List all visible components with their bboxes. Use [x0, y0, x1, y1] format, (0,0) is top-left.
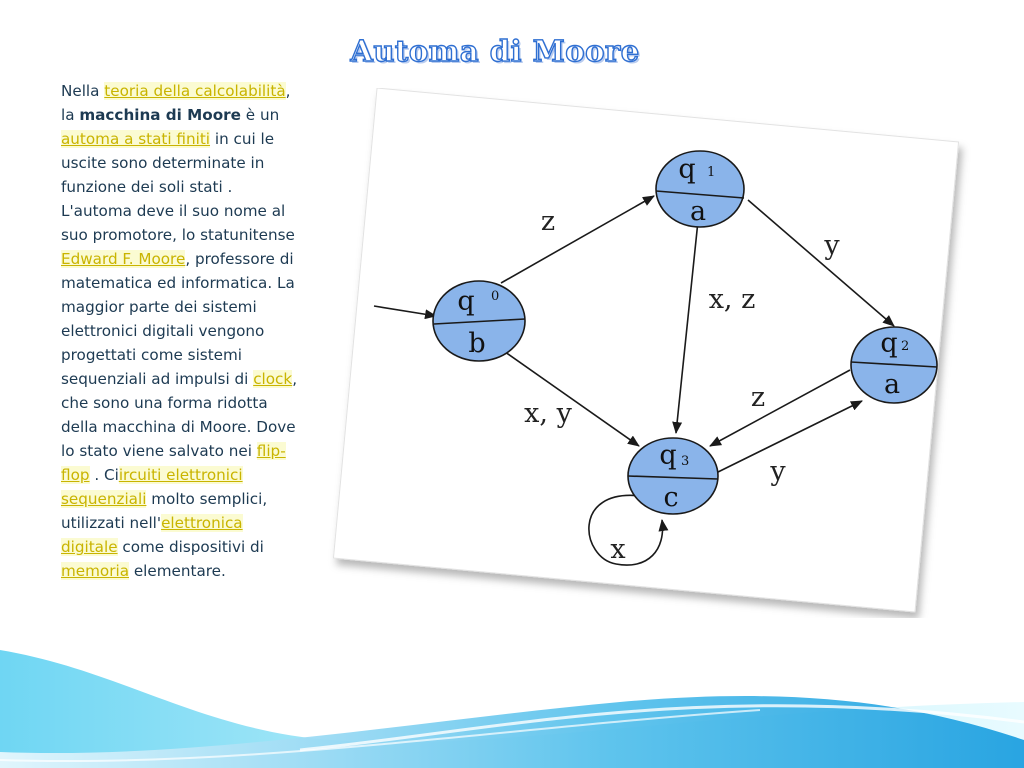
link-automa-stati-finiti[interactable]: automa a stati finiti	[61, 130, 211, 148]
svg-text:q: q	[457, 286, 474, 317]
state-q3: q 3 c	[627, 437, 719, 515]
svg-text:q: q	[659, 440, 676, 471]
state-q0: q 0 b	[432, 280, 526, 362]
edge-q2-q3	[709, 369, 851, 447]
svg-text:1: 1	[707, 165, 715, 180]
label-edge-q3-q2: y	[769, 456, 786, 487]
svg-text:2: 2	[901, 339, 909, 354]
svg-text:c: c	[663, 482, 678, 513]
label-edge-q2-q3: z	[751, 382, 765, 413]
link-edward-moore[interactable]: Edward F. Moore	[61, 250, 186, 268]
edge-q0-q1	[500, 195, 655, 284]
label-edge-q0-q1: z	[541, 206, 555, 237]
edge-q1-q3	[672, 220, 699, 434]
svg-text:q: q	[678, 154, 695, 185]
state-q2: q 2 a	[850, 326, 938, 404]
link-clock[interactable]: clock	[253, 370, 293, 388]
svg-text:a: a	[884, 369, 900, 400]
page-title: Automa di Moore	[350, 33, 640, 68]
state-q1: q 1 a	[655, 150, 745, 228]
link-circuiti-elettronici[interactable]: ircuiti elettronici	[118, 466, 243, 484]
label-edge-q1-q3: x, z	[709, 284, 756, 315]
link-teoria-calcolabilita[interactable]: teoria della calcolabilità	[104, 82, 286, 100]
svg-text:b: b	[468, 328, 485, 359]
edge-q1-q2	[747, 199, 895, 327]
edge-q0-q3	[497, 346, 640, 447]
label-edge-q0-q3: x, y	[524, 398, 572, 429]
svg-text:q: q	[880, 328, 897, 359]
background-waves	[0, 650, 1024, 768]
svg-text:3: 3	[681, 454, 689, 469]
description-paragraph: Nella teoria della calcolabilità, la mac…	[61, 82, 298, 580]
svg-text:0: 0	[491, 289, 499, 304]
label-edge-q3-self: x	[610, 534, 625, 565]
svg-text:a: a	[690, 196, 706, 227]
link-memoria[interactable]: memoria	[61, 562, 129, 580]
moore-diagram-figure: q 0 b q 1 a q 2 a q 3	[326, 88, 974, 618]
initial-arrow	[373, 305, 437, 320]
bold-macchina-di-moore: macchina di Moore	[79, 106, 241, 124]
link-sequenziali[interactable]: sequenziali	[61, 490, 147, 508]
label-edge-q1-q2: y	[823, 230, 840, 261]
edge-q3-q2	[715, 400, 863, 474]
moore-automaton-diagram: q 0 b q 1 a q 2 a q 3	[332, 88, 960, 613]
edge-q3-self-loop	[588, 494, 669, 566]
diagram-paper	[332, 88, 960, 613]
